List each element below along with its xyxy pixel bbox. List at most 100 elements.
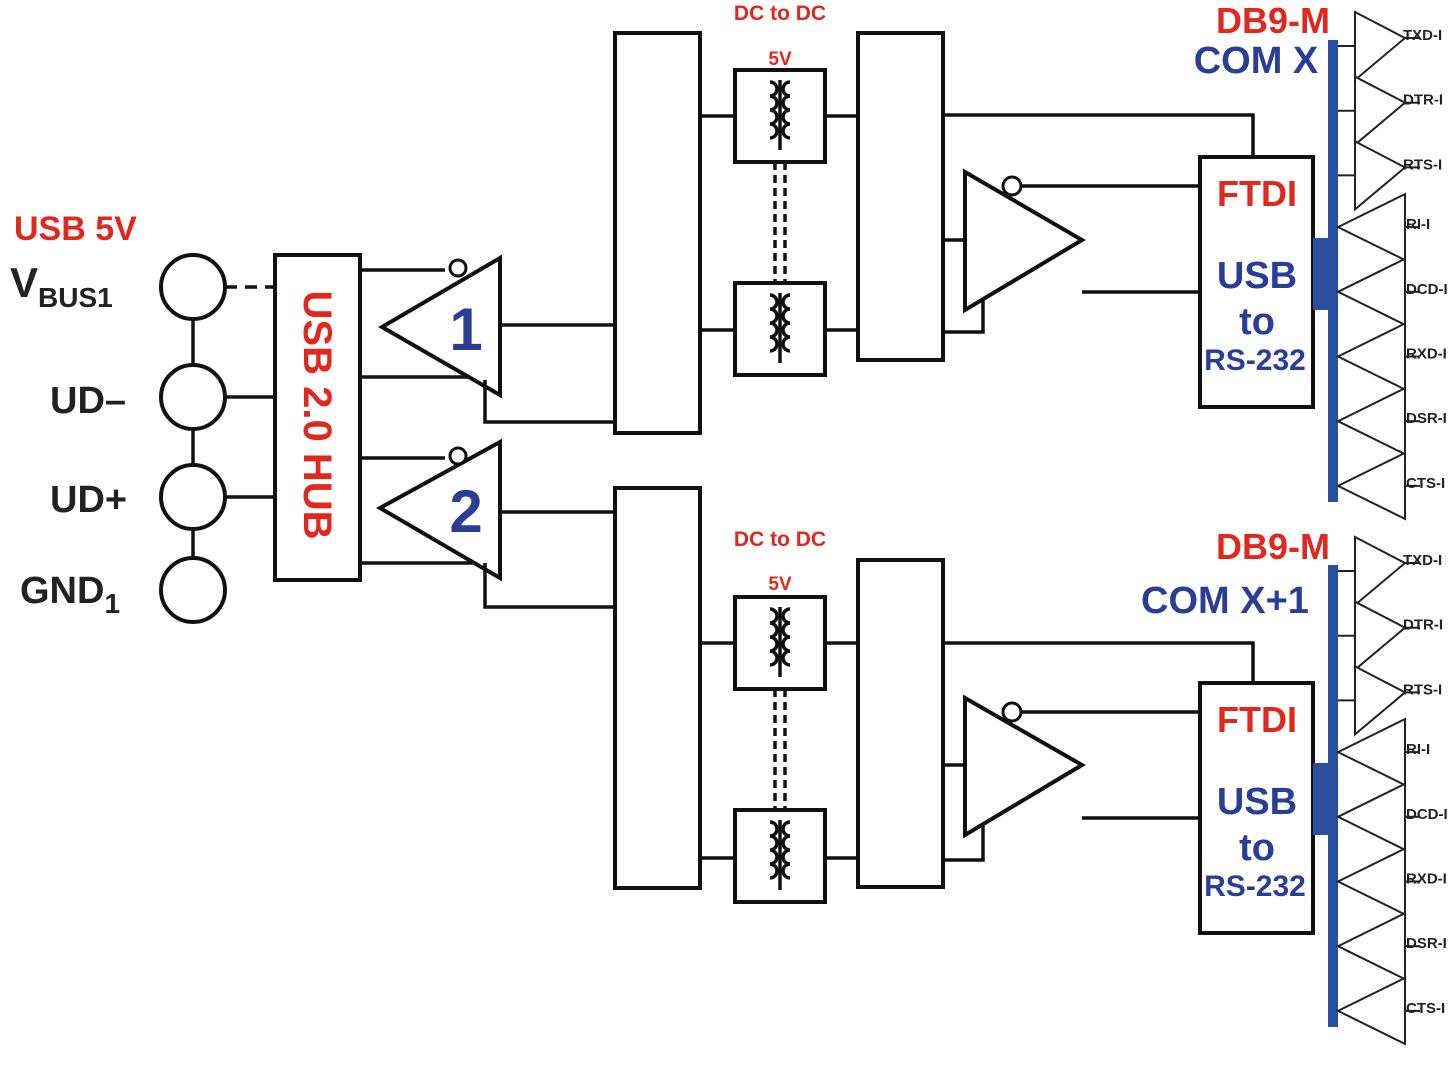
driver-triangle-1 [963, 168, 1086, 314]
transformer-bottom-2 [733, 808, 827, 904]
transformer-bottom-1 [733, 281, 827, 377]
signal-label-cts-i: CTS-I [1406, 475, 1445, 492]
ftdi-name-1: FTDI [1217, 173, 1297, 214]
buffer-triangle-rts-i [1354, 139, 1407, 212]
signal-buffer-txd-i: TXD-I [1338, 10, 1442, 83]
signal-buffer-dtr-i: DTR-I [1338, 600, 1443, 672]
buffer-triangle-ri-i [1335, 192, 1406, 262]
dcdc-voltage-1: 5V [768, 49, 792, 70]
buffer-triangle-dtr-i [1354, 600, 1407, 672]
buffer-triangle-2 [375, 438, 502, 582]
signal-label-ri-i: RI-I [1406, 741, 1430, 758]
hub-label: USB 2.0 HUB [295, 291, 339, 540]
signal-buffers-2: TXD-I DTR-I RTS-I RI-I DCD-I RXD-I DSR-I CTS-I [1335, 535, 1448, 1046]
signal-label-txd-i: TXD-I [1403, 552, 1442, 569]
pin-label-ud-minus: UD– [50, 380, 126, 422]
signal-label-dtr-i: DTR-I [1403, 617, 1443, 634]
driver-triangle-2 [963, 694, 1086, 839]
isolator-number-2: 2 [449, 478, 482, 545]
buffer-triangle-txd-i [1354, 535, 1407, 608]
signal-buffer-dsr-i: DSR-I [1335, 386, 1447, 456]
signal-buffer-cts-i: CTS-I [1335, 976, 1445, 1046]
isolation-block-right-1 [856, 31, 945, 362]
buffer-triangle-dcd-i [1335, 257, 1406, 327]
signal-buffer-rxd-i: RXD-I [1335, 321, 1447, 392]
buffer-triangle-rxd-i [1335, 846, 1406, 917]
bus-tap-2 [1313, 763, 1335, 835]
pin-label-ud-plus: UD+ [50, 479, 127, 521]
ftdi-chip-2 [1198, 681, 1315, 935]
signal-buffer-txd-i: TXD-I [1338, 535, 1442, 608]
transformer-top-2 [733, 595, 827, 691]
signal-label-rts-i: RTS-I [1403, 156, 1442, 173]
signal-buffer-dtr-i: DTR-I [1338, 75, 1443, 147]
signal-buffer-dcd-i: DCD-I [1335, 257, 1448, 327]
signal-label-dcd-i: DCD-I [1406, 281, 1448, 298]
buffer-triangle-ri-i [1335, 717, 1406, 787]
signal-label-txd-i: TXD-I [1403, 27, 1442, 44]
ftdi-func-1c: RS-232 [1204, 344, 1306, 377]
ftdi-func-1a: USB [1217, 255, 1297, 297]
dcdc-voltage-2: 5V [768, 574, 792, 595]
isolator-number-1: 1 [449, 296, 482, 363]
dcdc-label-2: DC to DC [734, 528, 826, 551]
signal-buffer-rts-i: RTS-I [1338, 664, 1442, 737]
channel-2: DC to DC 5V FTDI USB to RS-232 [613, 486, 1338, 1027]
buffer-triangle-dsr-i [1335, 386, 1406, 456]
signal-buffer-dsr-i: DSR-I [1335, 911, 1447, 981]
dcdc-label-1: DC to DC [734, 2, 826, 25]
signal-buffer-ri-i: RI-I [1335, 717, 1430, 787]
connector-label-1: DB9-M [1216, 0, 1330, 41]
ud-minus-terminal [159, 363, 227, 431]
connector-label-2: DB9-M [1216, 526, 1330, 567]
ftdi-func-2b: to [1239, 827, 1275, 869]
usb-hub: USB 2.0 HUB [273, 253, 362, 582]
signal-buffer-rts-i: RTS-I [1338, 139, 1442, 212]
signal-label-rxd-i: RXD-I [1406, 346, 1447, 363]
buffer-triangle-cts-i [1335, 451, 1406, 521]
isolation-block-right-2 [856, 558, 945, 889]
signal-label-dcd-i: DCD-I [1406, 806, 1448, 823]
signal-buffer-dcd-i: DCD-I [1335, 782, 1448, 852]
gnd-terminal [159, 556, 227, 624]
ftdi-func-2c: RS-232 [1204, 870, 1306, 903]
com-port-2: COM X+1 [1141, 580, 1309, 622]
signal-label-dsr-i: DSR-I [1406, 410, 1447, 427]
vbus-terminal [159, 253, 227, 321]
signal-label-cts-i: CTS-I [1406, 1000, 1445, 1017]
buffer-triangle-txd-i [1354, 10, 1407, 83]
buffer-triangle-cts-i [1335, 976, 1406, 1046]
signal-label-rts-i: RTS-I [1403, 681, 1442, 698]
pin-label-gnd: GND1 [20, 570, 120, 619]
signal-label-dsr-i: DSR-I [1406, 935, 1447, 952]
ud-plus-terminal [159, 463, 227, 531]
signal-buffer-rxd-i: RXD-I [1335, 846, 1447, 917]
signal-label-ri-i: RI-I [1406, 216, 1430, 233]
ftdi-func-2a: USB [1217, 781, 1297, 823]
buffer-triangle-dsr-i [1335, 911, 1406, 981]
signal-label-rxd-i: RXD-I [1406, 871, 1447, 888]
signal-buffer-cts-i: CTS-I [1335, 451, 1445, 521]
usb-power-label: USB 5V [14, 210, 137, 248]
signal-buffer-ri-i: RI-I [1335, 192, 1430, 262]
isolation-block-left-2 [613, 486, 702, 890]
pin-label-vbus: VBUS1 [10, 259, 113, 313]
ftdi-chip-1 [1198, 155, 1315, 409]
buffer-triangle-dtr-i [1354, 75, 1407, 147]
bus-tap-1 [1313, 238, 1335, 310]
transformer-top-1 [733, 68, 827, 164]
ftdi-func-1b: to [1239, 301, 1275, 343]
buffer-triangle-dcd-i [1335, 782, 1406, 852]
isolation-block-left-1 [613, 31, 702, 435]
buffer-triangle-rts-i [1354, 664, 1407, 737]
usb-connector: USB 5V VBUS1 UD– UD+ GND1 [10, 210, 275, 624]
signal-buffers-1: TXD-I DTR-I RTS-I RI-I DCD-I RXD-I DSR-I CTS-I [1335, 10, 1448, 521]
com-port-1: COM X [1194, 40, 1319, 82]
ftdi-name-2: FTDI [1217, 699, 1297, 740]
buffer-triangle-rxd-i [1335, 321, 1406, 392]
signal-label-dtr-i: DTR-I [1403, 92, 1443, 109]
channel-1: DC to DC 5V FTDI USB [613, 0, 1338, 502]
isolator-1: 1 [378, 254, 615, 424]
isolator-2: 2 [375, 438, 615, 609]
